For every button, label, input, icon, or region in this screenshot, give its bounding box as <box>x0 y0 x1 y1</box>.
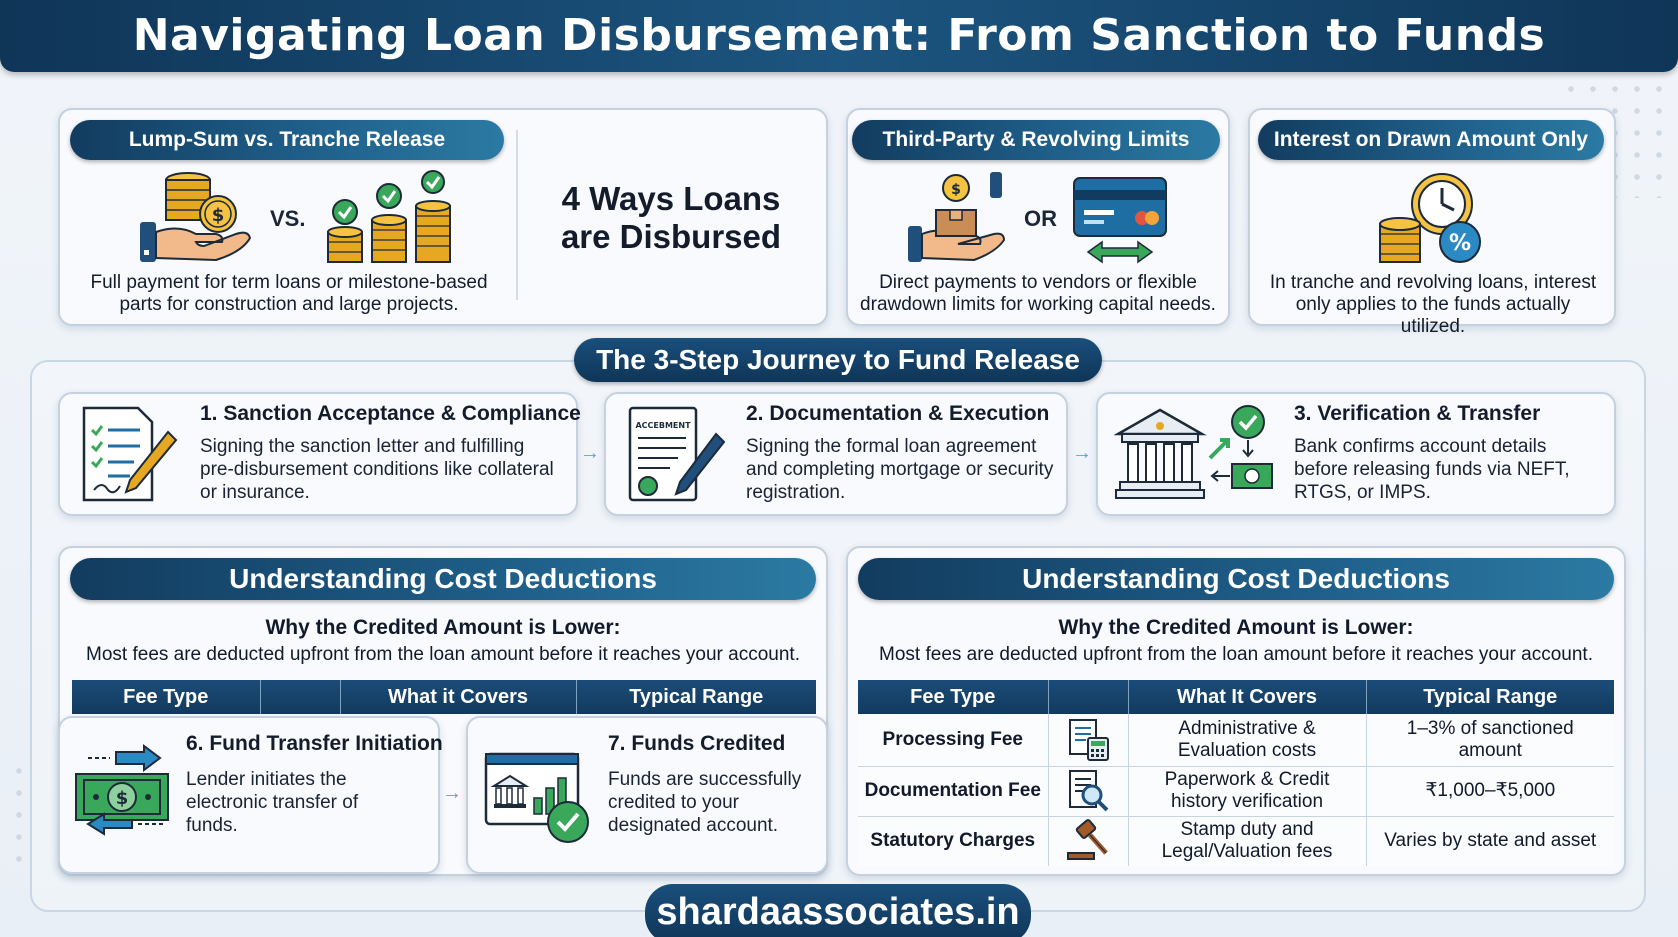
arrow-right-icon: → <box>1072 442 1092 464</box>
title-banner <box>0 0 1678 72</box>
decorative-dots-left <box>8 760 38 870</box>
left-fee-table-header: Fee Type What it Covers Typical Range <box>72 680 816 714</box>
third-party-label: Third-Party & Revolving Limits <box>852 120 1220 160</box>
hand-box-coin-icon: $ <box>908 172 1006 262</box>
right-note: Most fees are deducted upfront from the … <box>879 644 1593 665</box>
covers-cell: Administrative & Evaluation costs <box>1128 714 1367 767</box>
col-what-covers: What it Covers <box>340 680 577 714</box>
step-6-description: Lender initiates the electronic transfer… <box>186 769 359 836</box>
interest-label: Interest on Drawn Amount Only <box>1258 120 1604 160</box>
magnifier-document-icon <box>1048 766 1129 817</box>
fee-type-cell: Documentation Fee <box>858 766 1049 817</box>
svg-text:$: $ <box>116 788 129 809</box>
col-icon <box>260 680 341 714</box>
funds-credited-icon <box>484 752 589 843</box>
col-typical-range: Typical Range <box>1366 680 1614 714</box>
range-cell: Varies by state and asset <box>1366 816 1614 866</box>
left-costs-label: Understanding Cost Deductions <box>70 558 816 600</box>
table-row: Statutory Charges Stamp duty and Legal/V… <box>858 816 1614 866</box>
svg-text:%: % <box>1449 231 1471 256</box>
step-1-title: 1. Sanction Acceptance & Compliance <box>200 402 581 425</box>
right-costs-label: Understanding Cost Deductions <box>858 558 1614 600</box>
table-row: Processing Fee Administrative & Evaluati… <box>858 714 1614 767</box>
fee-type-cell: Statutory Charges <box>858 816 1049 866</box>
step-3-title: 3. Verification & Transfer <box>1294 402 1541 425</box>
col-fee-type: Fee Type <box>72 680 261 714</box>
covers-cell: Paperwork & Credit history verification <box>1128 766 1367 817</box>
step-2-description: Signing the formal loan agreement and co… <box>746 436 1054 503</box>
money-transfer-icon: $ <box>75 744 169 836</box>
tranche-coins-icon <box>327 170 451 263</box>
bank-transfer-icon <box>1114 405 1273 499</box>
left-note: Most fees are deducted upfront from the … <box>86 644 800 665</box>
step-7-description: Funds are successfully credited to your … <box>608 769 802 836</box>
step-7-title: 7. Funds Credited <box>608 732 786 755</box>
col-icon <box>1048 680 1129 714</box>
svg-text:$: $ <box>951 182 961 198</box>
credit-card-icon <box>1073 177 1167 264</box>
step-6-title: 6. Fund Transfer Initiation <box>186 732 443 755</box>
range-cell: 1–3% of sanctioned amount <box>1366 714 1614 767</box>
right-fee-table: Fee Type What It Covers Typical Range Pr… <box>858 680 1614 866</box>
col-fee-type: Fee Type <box>858 680 1049 714</box>
hand-coins-icon: $ <box>140 172 252 262</box>
table-row: Documentation Fee Paperwork & Credit his… <box>858 766 1614 817</box>
third-party-description: Direct payments to vendors or flexible d… <box>860 272 1216 315</box>
range-cell: ₹1,000–₹5,000 <box>1366 766 1614 817</box>
journey-label: The 3-Step Journey to Fund Release <box>574 338 1102 382</box>
col-typical-range: Typical Range <box>576 680 816 714</box>
fee-type-cell: Processing Fee <box>858 714 1049 767</box>
footer-website[interactable]: shardaassociates.in <box>645 884 1031 937</box>
or-text: OR <box>1024 206 1057 231</box>
calculator-document-icon <box>1048 714 1129 767</box>
page-title: Navigating Loan Disbursement: From Sanct… <box>132 10 1546 61</box>
vs-text: VS. <box>270 206 306 231</box>
step-3-description: Bank confirms account details before rel… <box>1294 436 1570 503</box>
agreement-pen-icon: ACCEBMENT <box>628 406 726 502</box>
step-1-description: Signing the sanction letter and fulfilli… <box>200 436 554 503</box>
right-why-heading: Why the Credited Amount is Lower: <box>1058 616 1414 639</box>
four-ways-heading: 4 Ways Loans are Disbursed <box>560 180 782 255</box>
checklist-pen-icon <box>82 406 178 502</box>
left-why-heading: Why the Credited Amount is Lower: <box>265 616 621 639</box>
clock-coins-percent-icon: % <box>1379 173 1481 263</box>
covers-cell: Stamp duty and Legal/Valuation fees <box>1128 816 1367 866</box>
svg-text:$: $ <box>212 205 225 226</box>
divider <box>516 130 518 300</box>
interest-description: In tranche and revolving loans, interest… <box>1269 272 1597 337</box>
gavel-icon <box>1048 816 1129 866</box>
lump-sum-description: Full payment for term loans or milestone… <box>90 272 488 315</box>
arrow-right-icon: → <box>442 782 462 804</box>
lump-sum-label: Lump-Sum vs. Tranche Release <box>70 120 504 160</box>
agreement-doc-word: ACCEBMENT <box>635 421 691 430</box>
arrow-right-icon: → <box>580 442 600 464</box>
step-2-title: 2. Documentation & Execution <box>746 402 1050 425</box>
col-what-covers: What It Covers <box>1128 680 1367 714</box>
